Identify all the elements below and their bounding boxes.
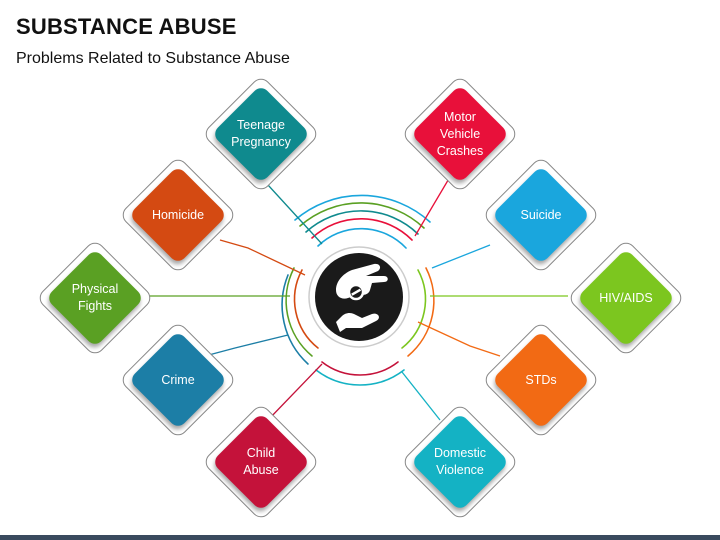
node-homicide-label: Homicide bbox=[151, 207, 205, 222]
arc-top-4 bbox=[299, 202, 425, 229]
line-homicide bbox=[219, 239, 306, 276]
node-physical-fights[interactable]: Physical Fights bbox=[35, 238, 155, 358]
center-arcs bbox=[281, 194, 435, 386]
arc-top-3 bbox=[305, 210, 419, 235]
node-motor-vehicle-crashes[interactable]: Motor Vehicle Crashes bbox=[400, 74, 520, 194]
arc-left-3 bbox=[281, 274, 309, 365]
node-homicide[interactable]: Homicide bbox=[118, 155, 238, 275]
node-domestic-violence-label: Domestic Violence bbox=[433, 446, 487, 477]
node-crime[interactable]: Crime bbox=[118, 320, 238, 440]
center-hub bbox=[308, 246, 410, 348]
node-child-abuse[interactable]: Child Abuse bbox=[201, 402, 321, 522]
hand-giving-pill-icon bbox=[336, 263, 388, 332]
line-suicide bbox=[431, 244, 491, 269]
node-hiv-aids[interactable]: HIV/AIDS bbox=[566, 238, 686, 358]
arc-left-1 bbox=[293, 269, 319, 349]
node-stds-label: STDs bbox=[525, 372, 557, 387]
connectors bbox=[150, 159, 568, 421]
node-crime-label: Crime bbox=[161, 372, 195, 387]
node-suicide[interactable]: Suicide bbox=[481, 155, 601, 275]
node-physical-fights-label: Physical Fights bbox=[71, 282, 119, 313]
line-crime bbox=[204, 334, 289, 357]
arc-right-2 bbox=[407, 267, 435, 357]
node-child-abuse-label: Child Abuse bbox=[243, 446, 279, 477]
node-teenage-pregnancy[interactable]: Teenage Pregnancy bbox=[201, 74, 321, 194]
page-title: SUBSTANCE ABUSE bbox=[16, 14, 237, 39]
arc-left-2 bbox=[285, 267, 313, 357]
page-subtitle: Problems Related to Substance Abuse bbox=[16, 50, 290, 67]
node-hiv-aids-label: HIV/AIDS bbox=[599, 290, 653, 305]
node-motor-vehicle-crashes-label: Motor Vehicle Crashes bbox=[436, 109, 484, 158]
bottom-bar bbox=[0, 535, 720, 540]
arc-bottom-1 bbox=[321, 361, 399, 376]
arc-top-5 bbox=[294, 194, 431, 223]
node-domestic-violence[interactable]: Domestic Violence bbox=[400, 402, 520, 522]
node-suicide-label: Suicide bbox=[520, 207, 562, 222]
line-teenage-pregnancy bbox=[267, 184, 323, 245]
line-stds bbox=[417, 321, 501, 357]
arc-top-2 bbox=[311, 218, 413, 241]
node-stds[interactable]: STDs bbox=[481, 320, 601, 440]
arc-bottom-2 bbox=[315, 369, 405, 386]
line-domestic-violence bbox=[401, 371, 441, 421]
line-child-abuse bbox=[267, 363, 323, 421]
arc-right-1 bbox=[401, 269, 427, 349]
node-teenage-pregnancy-label: Teenage Pregnancy bbox=[231, 118, 291, 149]
arc-top-1 bbox=[317, 227, 407, 249]
